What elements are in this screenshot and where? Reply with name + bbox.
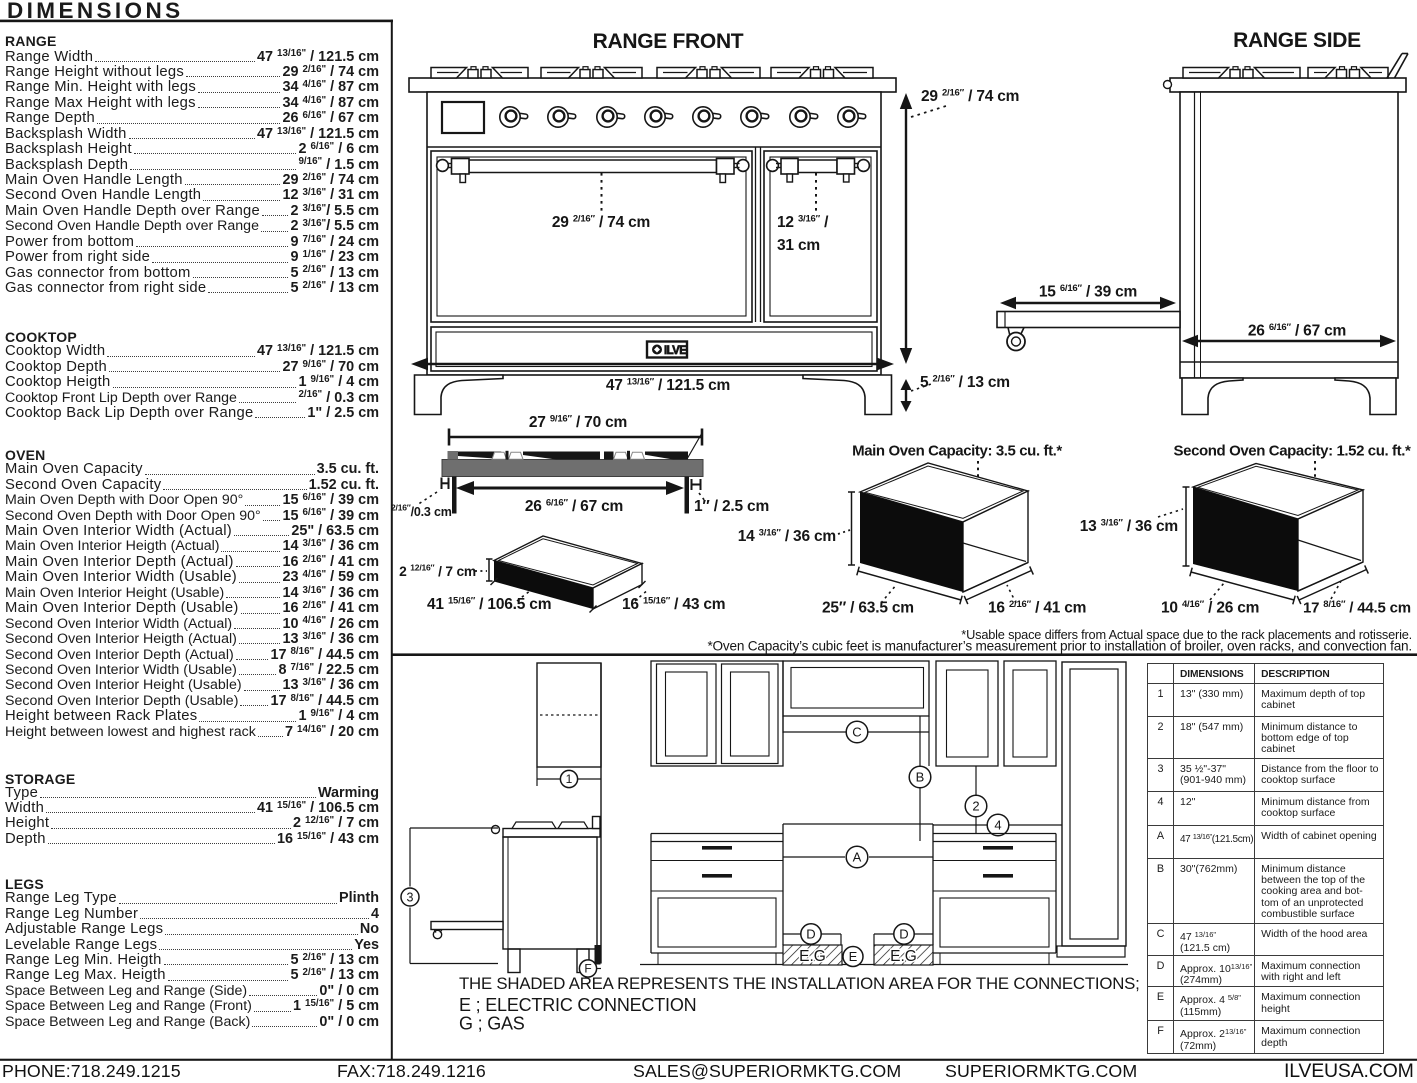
- svg-text:1: 1: [566, 772, 573, 786]
- svg-text:27 9/16″ / 70 cm: 27 9/16″ / 70 cm: [529, 414, 627, 432]
- svg-text:E: E: [849, 949, 858, 964]
- svg-text:2 12/16″ / 7 cm: 2 12/16″ / 7 cm: [399, 563, 476, 580]
- svg-text:Main Oven Capacity: 3.5 cu. ft: Main Oven Capacity: 3.5 cu. ft.*: [852, 443, 1062, 460]
- svg-text:F: F: [584, 962, 591, 976]
- svg-text:16 2/16″ / 41 cm: 16 2/16″ / 41 cm: [988, 599, 1086, 617]
- svg-text:A: A: [853, 850, 862, 865]
- svg-text:E.G: E.G: [799, 948, 826, 965]
- svg-text:B: B: [916, 770, 925, 785]
- svg-text:17 8/16″ / 44.5 cm: 17 8/16″ / 44.5 cm: [1303, 599, 1411, 617]
- svg-text:29 2/16″ / 74 cm: 29 2/16″ / 74 cm: [552, 214, 650, 232]
- svg-text:THE SHADED AREA REPRESENTS THE: THE SHADED AREA REPRESENTS THE INSTALLAT…: [459, 974, 1140, 993]
- svg-text:14 3/16″ / 36 cm: 14 3/16″ / 36 cm: [738, 528, 836, 546]
- svg-text:D: D: [899, 927, 908, 942]
- svg-text:5 2/16″ / 13 cm: 5 2/16″ / 13 cm: [920, 374, 1010, 392]
- svg-text:E.G: E.G: [890, 948, 917, 965]
- svg-text:29 2/16″ / 74 cm: 29 2/16″ / 74 cm: [921, 88, 1019, 106]
- svg-text:3: 3: [407, 890, 414, 904]
- svg-text:G ; GAS: G ; GAS: [459, 1014, 525, 1034]
- svg-text:16 15/16″ / 43 cm: 16 15/16″ / 43 cm: [622, 596, 725, 614]
- svg-text:Second Oven Capacity: 1.52 cu.: Second Oven Capacity: 1.52 cu. ft.*: [1174, 443, 1411, 460]
- svg-text:26 6/16″ / 67 cm: 26 6/16″ / 67 cm: [1248, 322, 1346, 340]
- svg-text:41 15/16″ / 106.5 cm: 41 15/16″ / 106.5 cm: [427, 596, 551, 614]
- svg-text:10 4/16″ / 26 cm: 10 4/16″ / 26 cm: [1161, 599, 1259, 617]
- svg-text:*Usable space differs from Act: *Usable space differs from Actual space …: [961, 627, 1412, 642]
- svg-text:15 6/16″ / 39 cm: 15 6/16″ / 39 cm: [1039, 283, 1137, 301]
- svg-text:*Oven Capacity’s cubic feet is: *Oven Capacity’s cubic feet is manufactu…: [707, 639, 1412, 654]
- svg-text:25″ / 63.5 cm: 25″ / 63.5 cm: [822, 600, 914, 617]
- svg-text:31 cm: 31 cm: [777, 237, 820, 254]
- svg-text:13 3/16″ / 36 cm: 13 3/16″ / 36 cm: [1080, 518, 1178, 536]
- svg-text:4: 4: [994, 818, 1001, 833]
- svg-text:RANGE SIDE: RANGE SIDE: [1233, 29, 1361, 52]
- svg-text:1″ / 2.5 cm: 1″ / 2.5 cm: [694, 498, 769, 515]
- svg-text:2/16″/0.3 cm: 2/16″/0.3 cm: [391, 503, 452, 520]
- svg-text:2: 2: [972, 799, 979, 814]
- svg-text:47 13/16″ / 121.5 cm: 47 13/16″ / 121.5 cm: [606, 377, 730, 395]
- svg-text:C: C: [852, 725, 861, 740]
- svg-text:D: D: [806, 927, 815, 942]
- svg-text:RANGE FRONT: RANGE FRONT: [593, 30, 744, 53]
- svg-text:E ; ELECTRIC CONNECTION: E ; ELECTRIC CONNECTION: [459, 995, 696, 1015]
- svg-text:26 6/16″ / 67 cm: 26 6/16″ / 67 cm: [525, 498, 623, 516]
- svg-text:ILVE: ILVE: [664, 345, 687, 357]
